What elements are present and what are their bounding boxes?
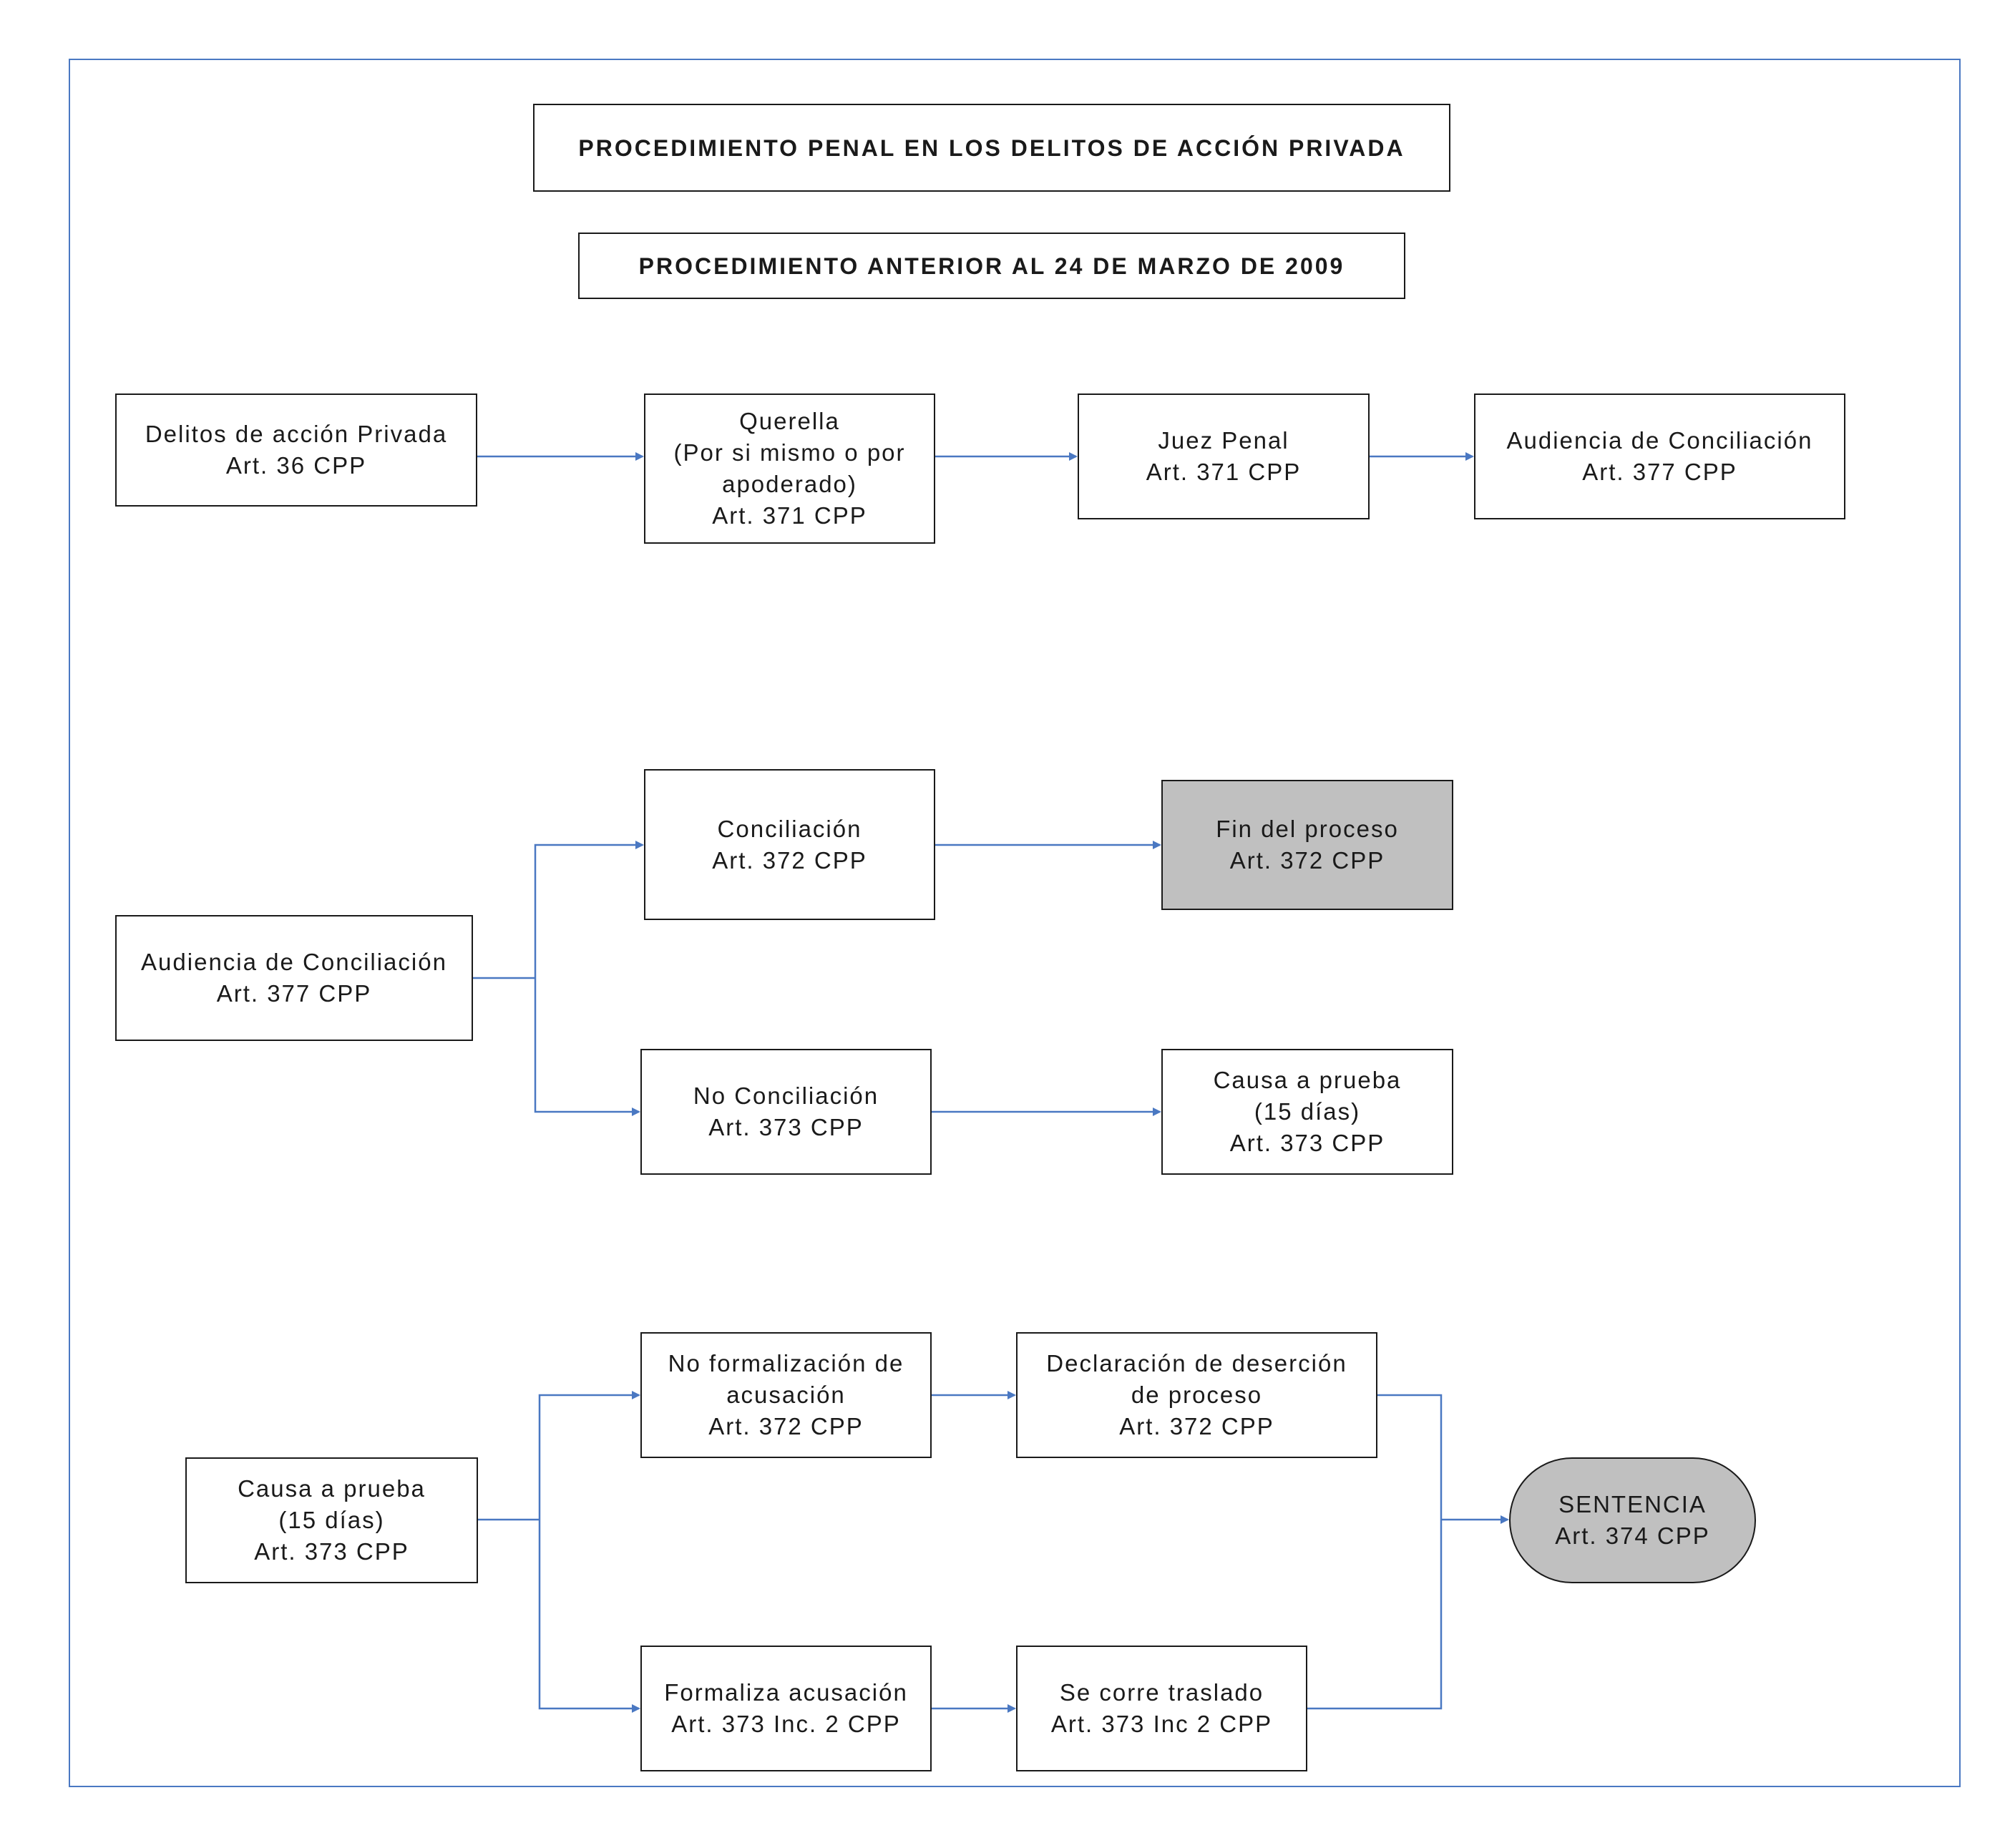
connector-desercion-merge <box>1307 1394 1443 1710</box>
box-line: Art. 377 CPP <box>1582 459 1737 485</box>
box-declaracion-desercion: Declaración de deserción de proceso Art.… <box>1016 1332 1377 1458</box>
box-line: Fin del proceso <box>1216 816 1399 842</box>
box-line: Art. 373 CPP <box>708 1114 864 1140</box>
box-line: Querella <box>739 408 840 434</box>
box-line: (15 días) <box>1254 1098 1361 1125</box>
box-line: Art. 373 Inc 2 CPP <box>1050 1711 1273 1737</box>
box-line: de proceso <box>1131 1382 1263 1408</box>
arrow-causa-to-no-formalizacion <box>538 1391 640 1520</box>
box-line: Juez Penal <box>1158 427 1289 454</box>
arrow-causa-to-formaliza <box>538 1520 640 1713</box>
box-fin-del-proceso: Fin del proceso Art. 372 CPP <box>1161 780 1453 910</box>
title-sub-box: PROCEDIMIENTO ANTERIOR AL 24 DE MARZO DE… <box>578 233 1405 299</box>
box-audiencia-conciliacion-2: Audiencia de Conciliación Art. 377 CPP <box>115 915 473 1041</box>
box-line: Formaliza acusación <box>664 1679 908 1706</box>
box-line: Art. 36 CPP <box>225 452 367 479</box>
arrow-audiencia-to-no-conciliacion <box>534 978 640 1116</box>
box-no-formalizacion: No formalización de acusación Art. 372 C… <box>640 1332 932 1458</box>
box-querella: Querella (Por si mismo o por apoderado) … <box>644 393 935 544</box>
box-line: acusación <box>726 1382 846 1408</box>
box-line: apoderado) <box>722 471 857 497</box>
box-line: Art. 371 CPP <box>712 502 867 529</box>
terminal-sentencia: SENTENCIA Art. 374 CPP <box>1509 1457 1756 1583</box>
box-line: Art. 373 CPP <box>254 1538 409 1565</box>
box-line: Art. 371 CPP <box>1146 459 1302 485</box>
box-line: No formalización de <box>668 1350 904 1377</box>
box-line: Audiencia de Conciliación <box>1506 427 1813 454</box>
box-line: Art. 374 CPP <box>1555 1522 1710 1549</box>
box-line: SENTENCIA <box>1558 1491 1707 1517</box>
box-line: Audiencia de Conciliación <box>141 949 447 975</box>
box-line: Art. 373 CPP <box>1229 1130 1385 1156</box>
box-causa-a-prueba-2: Causa a prueba (15 días) Art. 373 CPP <box>185 1457 478 1583</box>
arrow-audiencia-to-conciliacion <box>534 841 644 978</box>
diagram-frame <box>69 59 1961 1787</box>
box-line: Art. 372 CPP <box>712 846 867 874</box>
box-line: Art. 372 CPP <box>1119 1413 1274 1439</box>
box-line: Causa a prueba <box>1213 1067 1402 1093</box>
box-audiencia-conciliacion-1: Audiencia de Conciliación Art. 377 CPP <box>1474 393 1845 519</box>
title-main-box: PROCEDIMIENTO PENAL EN LOS DELITOS DE AC… <box>533 104 1450 192</box>
box-line: Causa a prueba <box>238 1475 426 1502</box>
box-line: Art. 372 CPP <box>1229 847 1385 874</box>
box-no-conciliacion: No Conciliación Art. 373 CPP <box>640 1049 932 1175</box>
box-se-corre-traslado: Se corre traslado Art. 373 Inc 2 CPP <box>1016 1646 1307 1771</box>
box-causa-a-prueba-1: Causa a prueba (15 días) Art. 373 CPP <box>1161 1049 1453 1175</box>
box-line: Declaración de deserción <box>1046 1350 1347 1377</box>
title-main: PROCEDIMIENTO PENAL EN LOS DELITOS DE AC… <box>578 135 1405 161</box>
box-delitos-accion-privada: Delitos de acción Privada Art. 36 CPP <box>115 393 477 507</box>
box-line: Se corre traslado <box>1059 1679 1264 1706</box>
box-line: Art. 377 CPP <box>216 980 372 1007</box>
box-line: Conciliación <box>717 815 862 842</box>
box-line: Art. 373 Inc. 2 CPP <box>671 1711 901 1737</box>
box-line: Art. 372 CPP <box>708 1413 864 1439</box>
box-line: Delitos de acción Privada <box>145 421 448 447</box>
box-line: No Conciliación <box>693 1082 879 1109</box>
page-heading: Cuadro 3 <box>0 0 2015 7</box>
box-line: (15 días) <box>278 1507 385 1533</box>
box-line: (Por si mismo o por <box>673 439 906 466</box>
box-juez-penal: Juez Penal Art. 371 CPP <box>1078 393 1370 519</box>
box-formaliza-acusacion: Formaliza acusación Art. 373 Inc. 2 CPP <box>640 1646 932 1771</box>
title-sub: PROCEDIMIENTO ANTERIOR AL 24 DE MARZO DE… <box>638 253 1345 279</box>
box-conciliacion: Conciliación Art. 372 CPP <box>644 769 935 920</box>
